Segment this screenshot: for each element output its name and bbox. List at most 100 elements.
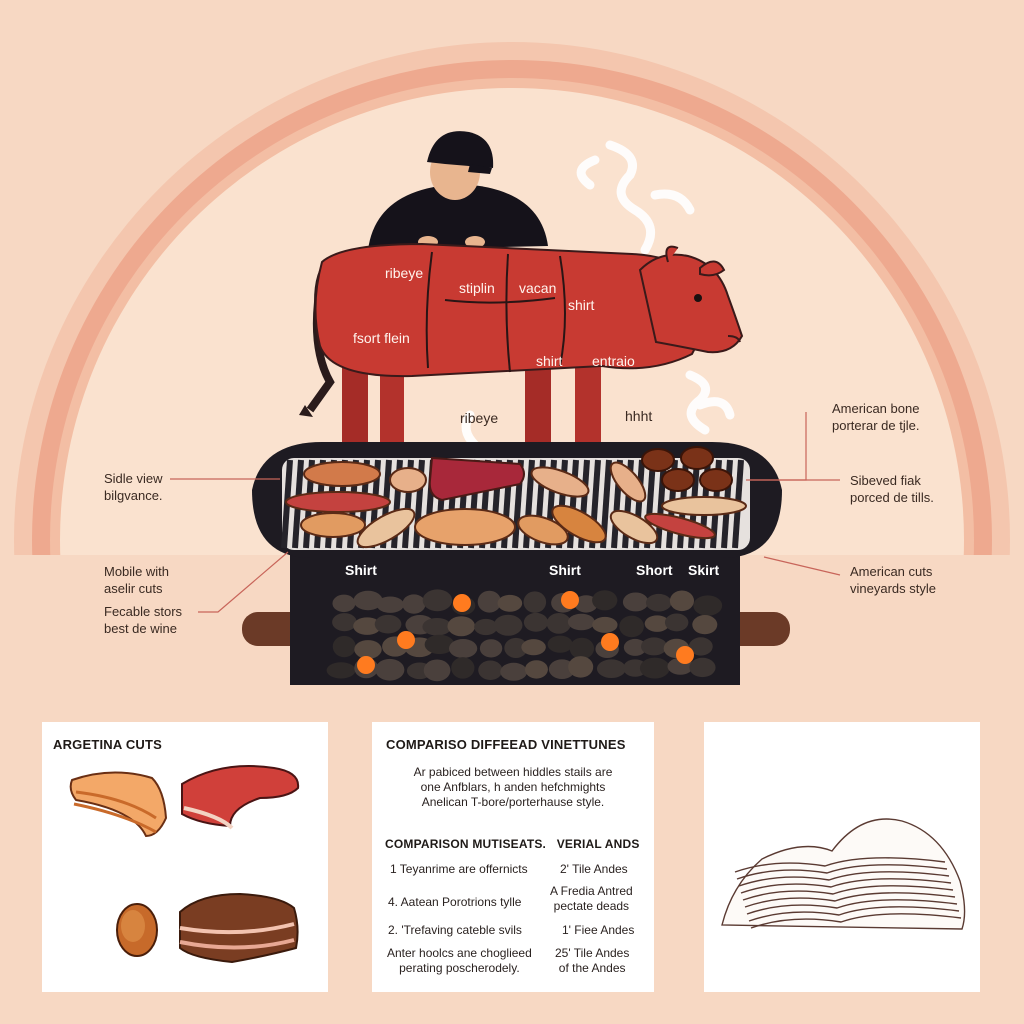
coal-icon [332, 613, 357, 632]
coal-icon [596, 659, 626, 679]
panel-comparison-title: COMPARISO DIFFEEAD VINETTUNES [386, 737, 626, 752]
sausage-icon [285, 491, 391, 513]
coal-icon [619, 615, 644, 638]
comparison-row-right: 25' Tile Andes of the Andes [555, 946, 630, 975]
comparison-row-left: 2. 'Trefaving cateble svils [388, 923, 522, 937]
comparison-row-left: 4. Aatean Porotrions tylle [388, 895, 522, 909]
panel-comparison [372, 722, 654, 992]
coal-icon [423, 659, 451, 682]
callout-side-view: Sidle view bilgvance. [104, 471, 163, 503]
coal-icon [424, 634, 455, 655]
coal-icon [353, 617, 382, 635]
coal-icon [523, 591, 547, 613]
coal-icon [548, 659, 576, 679]
callout-american-bone: American bone porterar de tjle. [832, 401, 920, 433]
coal-icon [474, 618, 498, 636]
callout-american-cuts: American cuts vineyards style [850, 564, 936, 596]
coal-icon [568, 656, 594, 678]
coal-icon [332, 594, 356, 613]
grill-cut-label: Shirt [345, 562, 377, 578]
grill-label-ribeye: ribeye [460, 410, 499, 426]
coal-icon [645, 593, 672, 612]
chorizo-icon [641, 446, 733, 492]
coal-icon [644, 615, 670, 632]
cow-label-shirt-top: shirt [568, 297, 595, 313]
coal-icon [546, 613, 572, 634]
coal-icon [326, 662, 356, 679]
coal-icon [639, 657, 670, 679]
coal-icon [402, 594, 426, 614]
coal-icon [497, 594, 523, 612]
callout-sibeved: Sibeved fiak porced de tills. [850, 473, 934, 505]
grilled-meats [285, 446, 747, 549]
callout-fecable: Fecable stors best de wine [104, 604, 183, 636]
coal-icon [332, 635, 356, 658]
grill-cut-label: Shirt [549, 562, 581, 578]
coal-icon [574, 595, 598, 613]
sausage-icon [661, 496, 747, 516]
panel-argentina-cuts [42, 722, 328, 992]
cow-label-stiplin: stiplin [459, 280, 495, 296]
coal-icon [376, 596, 404, 613]
ember-icon [601, 633, 619, 651]
sausage-icon [551, 504, 607, 544]
coal-icon [569, 637, 595, 660]
sausage-icon [517, 514, 569, 546]
panel-comparison-subtitle: COMPARISON MUTISEATS. VERIAL ANDS [385, 837, 640, 851]
coal-icon [592, 616, 618, 633]
coal-icon [449, 638, 478, 659]
comparison-row-right: 1' Fiee Andes [562, 923, 635, 937]
ember-icon [676, 646, 694, 664]
coal-bed [326, 589, 723, 682]
coal-icon [623, 659, 648, 677]
coal-icon [422, 589, 453, 612]
ember-icon [453, 594, 471, 612]
steak-icon [428, 456, 525, 502]
coal-icon [354, 640, 382, 659]
steak-icon [414, 508, 516, 546]
coal-icon [622, 592, 649, 612]
coal-icon [500, 662, 528, 681]
sausage-icon [356, 507, 416, 549]
coal-icon [493, 614, 523, 636]
ember-icon [397, 631, 415, 649]
cow-label-vacan: vacan [519, 280, 557, 296]
sausage-icon [644, 512, 716, 540]
coal-icon [353, 590, 383, 611]
coal-icon [592, 590, 618, 611]
cow-label-ribeye: ribeye [385, 265, 424, 281]
coal-icon [477, 590, 502, 613]
callout-mobile: Mobile with aselir cuts [104, 564, 170, 596]
coal-icon [692, 615, 718, 635]
coal-icon [374, 614, 402, 634]
chef-icon [368, 131, 548, 250]
coal-icon [547, 635, 573, 653]
sausage-icon [300, 512, 366, 538]
coal-icon [523, 612, 549, 632]
coal-icon [640, 637, 668, 656]
cow-label-fsort-flein: fsort flein [353, 330, 410, 346]
grill-label-hhht: hhht [625, 408, 653, 424]
coal-icon [669, 590, 695, 612]
coal-icon [567, 613, 595, 631]
sausage-icon [609, 461, 647, 503]
coal-icon [664, 613, 689, 632]
comparison-row-left: Anter hoolcs ane choglieed perating posc… [387, 946, 532, 975]
comparison-row-left: 1 Teyanrime are offernicts [390, 862, 528, 876]
cow-icon [299, 242, 744, 456]
ember-icon [561, 591, 579, 609]
panel-comparison-intro: Ar pabiced between hiddles stails are on… [413, 765, 613, 809]
coal-icon [688, 637, 713, 656]
coal-icon [521, 639, 546, 656]
coal-icon [478, 660, 503, 681]
ember-icon [357, 656, 375, 674]
coal-icon [623, 638, 647, 656]
smoke-icon [461, 140, 735, 450]
panel-argentina-title: ARGETINA CUTS [53, 737, 163, 752]
grill-cut-label: Skirt [688, 562, 720, 578]
sausage-icon [389, 467, 427, 493]
panel-andes [704, 722, 980, 992]
comparison-row-right: 2' Tile Andes [560, 862, 628, 876]
coal-icon [479, 639, 503, 658]
coal-icon [447, 616, 476, 637]
